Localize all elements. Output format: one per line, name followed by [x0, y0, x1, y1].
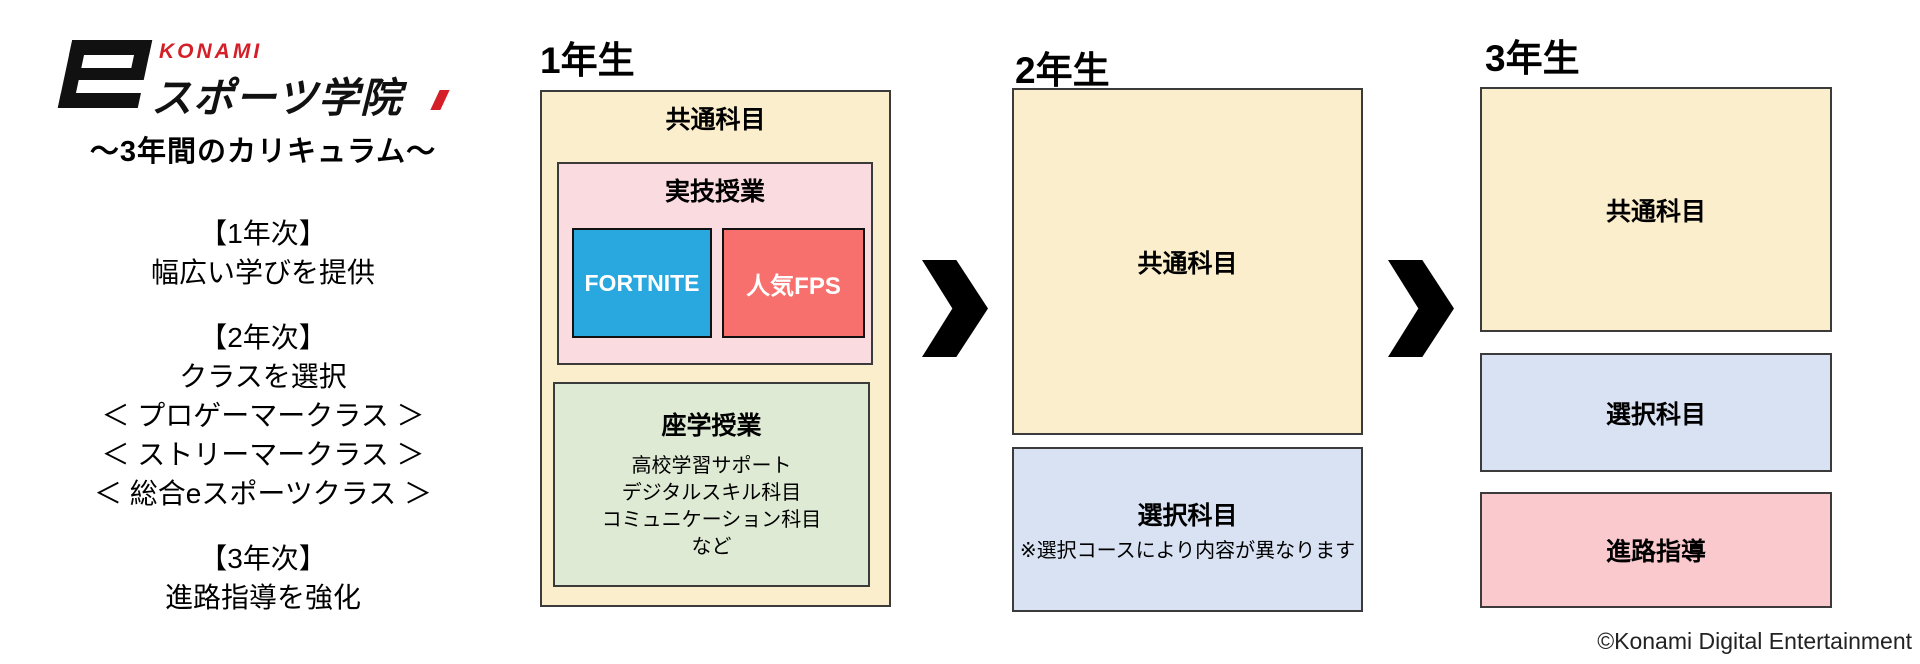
logo-konami-text: KONAMI [159, 40, 263, 63]
konami-esports-gakuin-logo: KONAMI スポーツ学院 [57, 28, 463, 122]
left-info-panel: KONAMI スポーツ学院 ～3年間のカリキュラム～ 【1年次】 幅広い学びを提… [30, 28, 496, 617]
year2-class-streamer: ＜ ストリーマークラス ＞ [101, 439, 425, 470]
year2-class-general-esports: ＜ 総合eスポーツクラス ＞ [93, 478, 432, 509]
lecture-item-digital-skills: デジタルスキル科目 [621, 482, 802, 504]
year1-common-subjects-label: 共通科目 [665, 106, 766, 134]
year3-career-guidance-label: 進路指導 [1605, 538, 1706, 566]
curriculum-tagline: ～3年間のカリキュラム～ [89, 136, 437, 168]
year2-heading: 【2年次】 [199, 322, 327, 353]
year2-common-subjects-box: 共通科目 [1012, 88, 1363, 435]
year2-summary: 【2年次】 クラスを選択 ＜ プロゲーマークラス ＞ ＜ ストリーマークラス ＞… [30, 318, 496, 513]
year1-to-year2-arrow-icon [922, 260, 988, 357]
logo-gakuin-text: スポーツ学院 [151, 75, 403, 121]
year2-common-subjects-label: 共通科目 [1137, 249, 1238, 278]
year3-summary: 【3年次】 進路指導を強化 [30, 539, 496, 617]
year1-lecture-items: 高校学習サポート デジタルスキル科目 コミュニケーション科目 など [602, 453, 822, 561]
year1-lecture-class-label: 座学授業 [661, 412, 762, 440]
year1-column-header: 1年生 [540, 40, 635, 81]
esports-e-logo-icon [57, 40, 153, 108]
year3-elective-subjects-label: 選択科目 [1605, 400, 1706, 429]
year1-lecture-class-box: 座学授業 高校学習サポート デジタルスキル科目 コミュニケーション科目 など [553, 382, 870, 587]
year1-summary: 【1年次】 幅広い学びを提供 [30, 214, 496, 292]
logo-e-shape-part [57, 93, 141, 108]
year1-description: 幅広い学びを提供 [150, 257, 375, 288]
year3-common-subjects-box: 共通科目 [1480, 87, 1832, 332]
year2-elective-subjects-label: 選択科目 [1137, 502, 1238, 530]
year3-description: 進路指導を強化 [164, 582, 361, 613]
year1-practical-class-label: 実技授業 [664, 178, 765, 206]
copyright-notice: ©Konami Digital Entertainment [1597, 628, 1912, 654]
logo-red-accent [430, 90, 450, 110]
year2-to-year3-arrow-icon [1388, 260, 1454, 357]
year2-elective-note: ※選択コースにより内容が異なります [1019, 540, 1356, 562]
lecture-item-communication: コミュニケーション科目 [601, 509, 822, 531]
lecture-item-etc: など [691, 536, 732, 558]
year3-column-header: 3年生 [1485, 38, 1580, 79]
year1-heading: 【1年次】 [199, 218, 327, 249]
year3-career-guidance-box: 進路指導 [1480, 492, 1832, 608]
year3-common-subjects-label: 共通科目 [1605, 197, 1706, 226]
year2-description: クラスを選択 [179, 361, 347, 392]
fortnite-box: FORTNITE [572, 228, 712, 338]
popular-fps-box: 人気FPS [722, 228, 865, 338]
year2-column-header: 2年生 [1015, 50, 1110, 91]
year3-elective-subjects-box: 選択科目 [1480, 353, 1832, 472]
year3-heading: 【3年次】 [199, 543, 327, 574]
year2-class-progamer: ＜ プロゲーマークラス ＞ [101, 400, 425, 431]
lecture-item-highschool-support: 高校学習サポート [631, 455, 792, 477]
year2-elective-subjects-box: 選択科目 ※選択コースにより内容が異なります [1012, 447, 1363, 612]
